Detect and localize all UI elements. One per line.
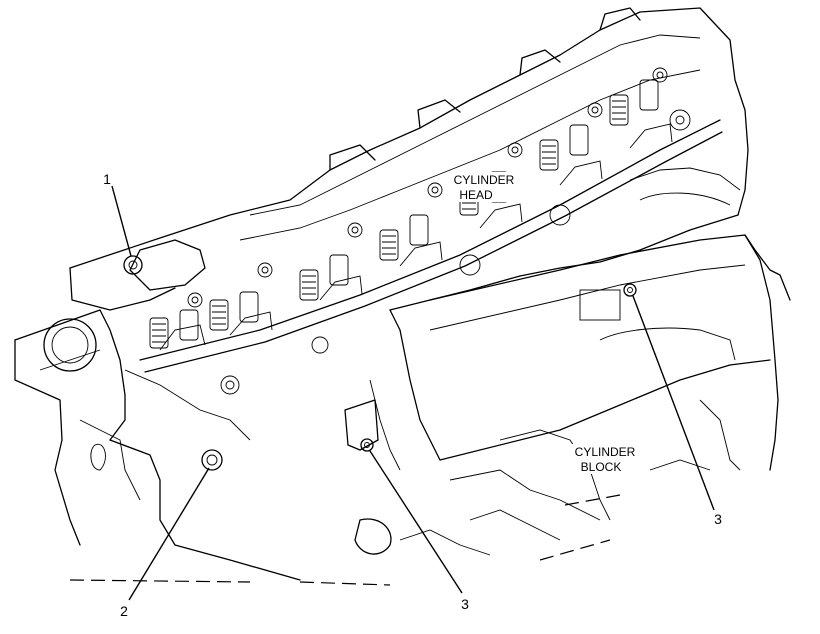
valve-train xyxy=(139,67,723,395)
plug-1-icon xyxy=(123,255,143,275)
leader-lines xyxy=(111,185,715,601)
cylinder-block xyxy=(344,167,791,556)
callout-1: 1 xyxy=(103,171,111,187)
engine-front-face xyxy=(14,309,301,581)
plug-3b-icon xyxy=(623,283,637,297)
callout-3-right: 3 xyxy=(714,511,722,527)
callout-2: 2 xyxy=(120,603,128,619)
cylinder-block-label-line2: BLOCK xyxy=(581,460,622,474)
cylinder-head-label-line1: CYLINDER xyxy=(454,173,515,187)
callout-3-lower: 3 xyxy=(461,596,469,612)
plug-3a-icon xyxy=(360,438,374,452)
cylinder-block-label-line1: CYLINDER xyxy=(575,445,636,459)
break-lines xyxy=(69,494,621,586)
plug-2-icon xyxy=(201,449,223,471)
cylinder-head-outline xyxy=(69,7,749,311)
cylinder-head-label-line2: HEAD xyxy=(459,188,493,202)
